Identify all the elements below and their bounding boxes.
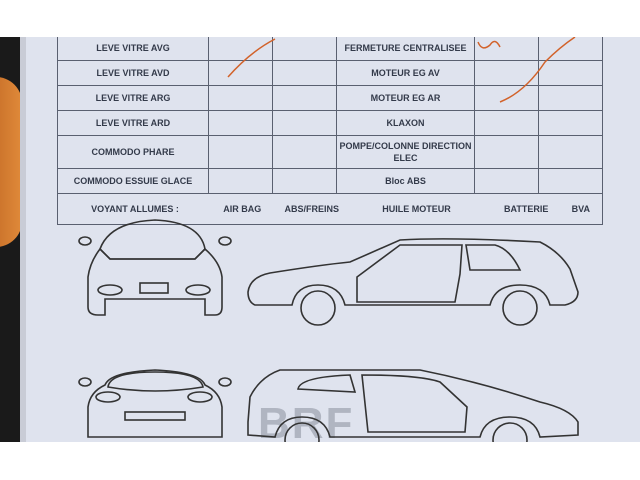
row-label: COMMODO ESSUIE GLACE	[57, 168, 209, 194]
pen-mark	[227, 38, 276, 78]
car-rear-view	[78, 369, 232, 438]
car-diagrams	[78, 37, 579, 442]
pen-mark	[499, 37, 576, 103]
watermark: BRF	[258, 399, 355, 442]
warning-light-battery: BATTERIE	[504, 204, 549, 214]
paper-edge	[20, 37, 26, 442]
check-cell	[474, 135, 539, 169]
finger	[0, 77, 22, 247]
row-label: COMMODO PHARE	[57, 135, 209, 169]
table-row: LEVE VITRE ARD KLAXON	[57, 110, 603, 136]
row-label: MOTEUR EG AV	[336, 60, 475, 86]
warning-light-abs: ABS/FREINS	[284, 204, 340, 214]
check-cell	[538, 110, 603, 136]
check-cell	[208, 135, 273, 169]
check-cell	[208, 110, 273, 136]
warning-lights-cell: VOYANT ALLUMES : AIR BAG ABS/FREINS HUIL…	[57, 193, 603, 225]
row-label: LEVE VITRE ARD	[57, 110, 209, 136]
car-side-view-left	[247, 238, 579, 326]
check-cell	[272, 135, 337, 169]
pen-mark	[477, 40, 501, 49]
check-cell	[474, 37, 539, 61]
row-label: KLAXON	[336, 110, 475, 136]
car-front-view	[78, 219, 232, 316]
warning-light-bva: BVA	[571, 204, 590, 214]
check-cell	[538, 60, 603, 86]
check-cell	[272, 110, 337, 136]
row-label: MOTEUR EG AR	[336, 85, 475, 111]
warning-lights-label: VOYANT ALLUMES :	[91, 204, 179, 214]
check-cell	[474, 85, 539, 111]
warning-light-airbag: AIR BAG	[223, 204, 262, 214]
warning-light-oil: HUILE MOTEUR	[382, 204, 451, 214]
row-label: LEVE VITRE ARG	[57, 85, 209, 111]
table-row: LEVE VITRE ARG MOTEUR EG AR	[57, 85, 603, 111]
car-side-view-right	[247, 369, 579, 442]
warning-lights-row: VOYANT ALLUMES : AIR BAG ABS/FREINS HUIL…	[57, 193, 603, 225]
